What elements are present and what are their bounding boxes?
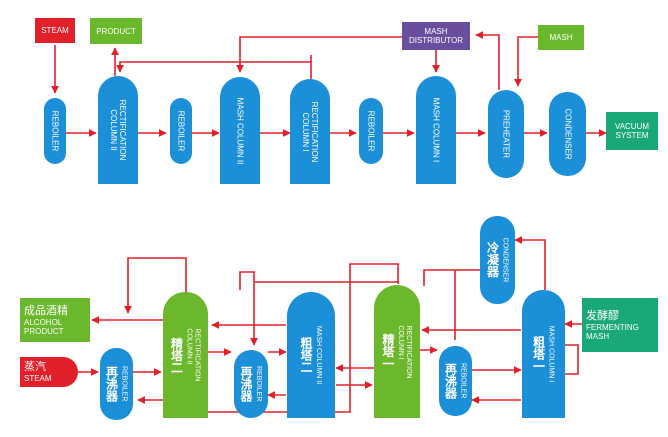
reboiler-b-en: REBOILER (255, 366, 262, 402)
arrow-preheater-to-distributor (475, 31, 500, 90)
mash-column-2: MASH COLUMN II (220, 77, 260, 184)
reboiler-column-3: REBOILER (359, 98, 383, 164)
steam-label: STEAM (41, 26, 69, 35)
reboiler-a-cn: 再沸器 (104, 366, 119, 402)
fermenting-mash-box: 发酵醪 FERMENTING MASH (582, 298, 658, 352)
rect-1-cn: 精塔一 (381, 333, 395, 370)
reboiler-c-cn: 再沸器 (443, 363, 458, 399)
vacuum-system-box: VACUUM SYSTEM (606, 112, 658, 150)
steam-box-cn: 蒸汽 STEAM (20, 357, 78, 387)
reboiler-2-label: REBOILER (176, 110, 186, 152)
mash-1-en: MASH COLUMN I (547, 325, 555, 383)
rectification-column-1: RECTIFICATION COLUMN I (290, 79, 330, 184)
mash-2-en: MASH COLUMN II (315, 325, 322, 385)
alcohol-product-box: 成品酒精 ALCOHOL PRODUCT (20, 298, 90, 342)
rect-2-cn: 精塔二 (169, 337, 184, 373)
alcohol-en-label: ALCOHOL PRODUCT (24, 317, 64, 336)
condenser-label: CONDENSER (563, 108, 572, 160)
fermenting-cn-label: 发酵醪 (586, 309, 619, 322)
mash-label: MASH (549, 33, 573, 42)
rect-1-en: RECTIFICATION COLUMN I (397, 324, 412, 379)
reboiler-b-cn: 再沸器 (239, 366, 253, 402)
arrow-mash-to-preheater (514, 36, 538, 87)
mash-col-2-label: MASH COLUMN II (235, 97, 245, 164)
preheater-column: PREHEATER (488, 90, 524, 178)
arrow-condenser-to-rect1 (423, 269, 480, 286)
mash-2-cn: 粗塔二 (299, 337, 313, 373)
reboiler-a-en: REBOILER (120, 366, 128, 402)
vacuum-system-label: VACUUM SYSTEM (614, 122, 650, 140)
alcohol-cn-label: 成品酒精 (24, 304, 68, 317)
product-label: PRODUCT (96, 26, 136, 36)
arrow-rect2-loop-top (124, 257, 187, 314)
mash-distributor-box: MASH DISTRIBUTOR (402, 22, 470, 50)
mash-column-1: MASH COLUMN I (416, 76, 456, 184)
reboiler-column-1: REBOILER (44, 98, 66, 164)
arrow-distributor-to-mash2 (236, 36, 402, 73)
condenser-cn: 冷凝器 (485, 241, 500, 278)
product-box: PRODUCT (90, 18, 142, 44)
condenser-column: CONDENSER (549, 92, 586, 176)
mash-col-1-label: MASH COLUMN I (431, 97, 441, 163)
reboiler-column-2: REBOILER (170, 98, 192, 164)
arrow-rect1-to-rect2 (116, 61, 312, 79)
rect-col-1-label: RECTIFICATION COLUMN I (301, 101, 319, 162)
rectification-column-2: RECTIFICATION COLUMN II (98, 76, 138, 184)
rect-2-en: RECTIFICATION COLUMN II (185, 328, 201, 382)
steam-en-label: STEAM (24, 374, 52, 383)
steam-cn-label: 蒸汽 (24, 361, 46, 373)
reboiler-1-label: REBOILER (50, 110, 60, 152)
preheater-label: PREHEATER (501, 109, 511, 159)
condenser-en: CONDENSER (501, 237, 509, 283)
arrow-mash1-to-condenser (514, 236, 546, 290)
rect-col-2-label: RECTIFICATION COLUMN II (109, 99, 127, 161)
arrow-rect2-top-to-reboiler-b (239, 271, 258, 346)
mash-box: MASH (538, 25, 584, 50)
steam-box: STEAM (35, 18, 75, 43)
mash-distributor-label: MASH DISTRIBUTOR (408, 27, 464, 45)
reboiler-3-label: REBOILER (366, 110, 376, 152)
fermenting-en-label: FERMENTING MASH (586, 322, 639, 341)
mash-1-cn: 粗塔一 (531, 336, 546, 372)
reboiler-c-en: REBOILER (459, 363, 467, 399)
arrow-mash1-loop-right (565, 344, 579, 375)
